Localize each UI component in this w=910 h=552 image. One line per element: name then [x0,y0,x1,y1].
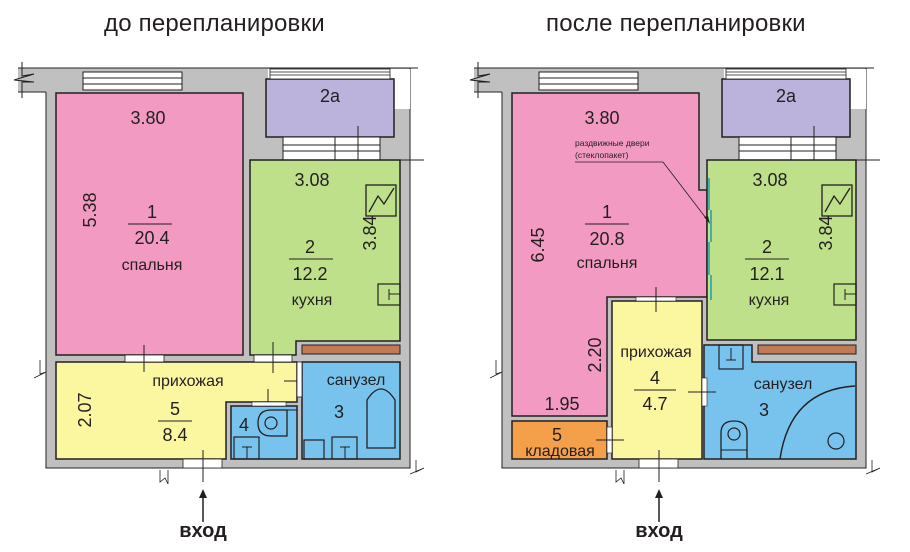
wc-number-before: 4 [239,415,249,435]
hallway-area-after: 4.7 [642,394,667,414]
kitchen-area-before: 12.2 [292,264,327,284]
kitchen-number-after: 2 [762,237,772,257]
bedroom-number-before: 1 [147,202,157,222]
entrance-label-before: вход [179,520,227,542]
kitchen-width-after: 3.08 [752,170,787,190]
kitchen-area-after: 12.1 [749,264,784,284]
hallway-area-before: 8.4 [162,425,187,445]
bedroom-label-before: спальня [122,257,183,274]
storage-number-after: 5 [552,425,562,445]
bedroom-area-after: 20.8 [589,229,624,249]
bathroom-label-after: санузел [754,376,813,393]
bedroom-length-after: 6.45 [528,227,548,262]
plan-before: 3.80 5.38 1 20.4 спальня 2а 3.08 3.84 2 … [13,62,425,542]
bedroom-inner-width-after: 1.95 [544,394,579,414]
kitchen-label-after: кухня [749,292,790,309]
stove-icon [365,184,397,217]
hallway-label-before: прихожая [152,373,223,390]
room-kitchen-after [706,159,857,341]
storage-label-after: кладовая [525,443,595,460]
kitchen-length-before: 3.84 [360,215,380,250]
balcony-label-before: 2а [320,86,341,106]
hallway-length-before: 2.07 [75,392,95,427]
hallway-label-after: прихожая [620,344,691,361]
kitchen-length-after: 3.84 [816,215,836,250]
sliding-door-note-2: (стеклопакет) [575,150,629,160]
bedroom-area-before: 20.4 [134,228,169,248]
balcony-label-after: 2а [776,86,797,106]
sliding-door-note-1: раздвижные двери [575,138,650,148]
room-wc-before [230,405,298,460]
kitchen-label-before: кухня [292,292,333,309]
hallway-number-before: 5 [170,399,180,419]
hallway-number-after: 4 [650,368,660,388]
toilet-icon [257,409,288,437]
entrance-arrow-icon-after [655,489,663,498]
bedroom-length-before: 5.38 [80,192,100,227]
stove-icon-after [821,184,853,217]
title-after: после перепланировки [546,10,806,37]
shower-icon [779,385,856,460]
bathroom-label-before: санузел [327,372,386,389]
room-balcony-after [721,78,851,138]
bedroom-inner-height-after: 2.20 [585,337,605,372]
entrance-label-after: вход [635,520,683,542]
room-bathroom-before [301,361,401,460]
kitchen-number-before: 2 [305,237,315,257]
vent-duct-before [301,344,401,355]
plan-after: 3.80 раздвижные двери (стеклопакет) 6.45… [469,62,881,542]
bathroom-number-after: 3 [759,400,769,420]
bedroom-width-after: 3.80 [584,108,619,128]
bathroom-number-before: 3 [334,402,344,422]
toilet-icon-after [720,420,748,459]
kitchen-width-before: 3.08 [294,170,329,190]
entrance-arrow-icon [199,489,207,498]
bedroom-number-after: 1 [602,202,612,222]
room-storage-after [511,420,608,460]
bedroom-width-before: 3.80 [130,108,165,128]
bedroom-label-after: спальня [577,255,638,272]
title-before: до перепланировки [104,10,325,37]
vent-duct-after [757,344,857,355]
sliding-door-icon [708,178,712,300]
room-bathroom-after [703,344,857,460]
bathtub-icon [366,388,396,449]
